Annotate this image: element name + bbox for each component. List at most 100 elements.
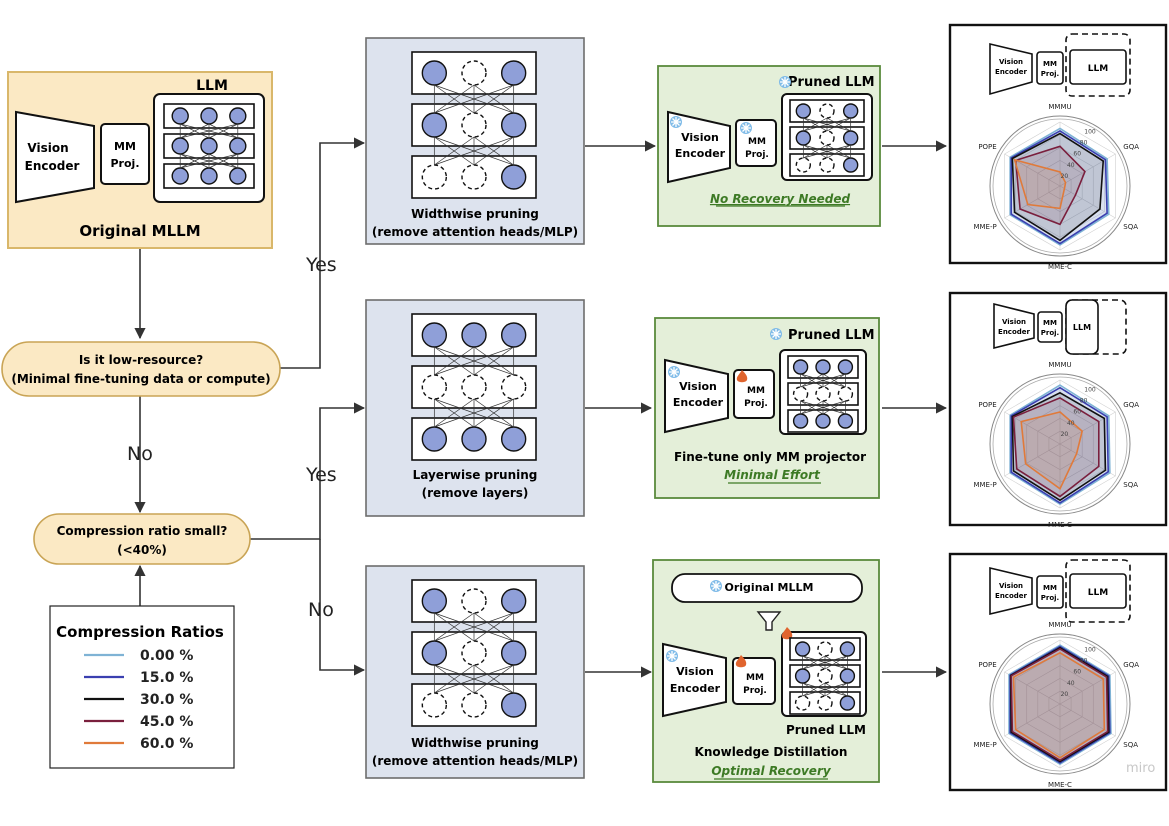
connection-line — [802, 682, 848, 697]
recovery3-vision-label-1: Vision — [676, 665, 714, 678]
radar-axis-label: MME-P — [973, 481, 996, 489]
neuron-node — [229, 107, 247, 125]
connection-line — [434, 664, 514, 694]
legend-label: 45.0 % — [140, 714, 193, 730]
neuron-node — [421, 60, 448, 86]
recovery1-vision-label-1: Vision — [681, 131, 719, 144]
result3-llm-pruned — [1069, 573, 1127, 609]
recovery2-mm-label-2: Proj. — [744, 399, 768, 409]
neuron-node — [421, 112, 448, 138]
connection-line — [800, 373, 846, 388]
result2-mm-label-2: Proj. — [1041, 329, 1059, 337]
neuron-node — [461, 322, 487, 348]
recovery2-vision-label-2: Encoder — [673, 396, 724, 409]
radar-axis-label: POPE — [978, 401, 996, 409]
radar-series-3 — [1010, 648, 1109, 762]
connection-line — [434, 612, 514, 642]
result3-vision-label-2: Encoder — [995, 592, 1027, 600]
neuron-node — [500, 426, 527, 452]
prune3-line1: Widthwise pruning — [411, 736, 539, 750]
radar-outer-ring — [992, 118, 1128, 254]
result2-llm-pruned — [1065, 299, 1099, 355]
result-panel-1: Vision Encoder MM Proj. LLM 20406080100M… — [948, 23, 1168, 271]
recovery3-network — [789, 637, 861, 715]
pruned-neuron-node — [794, 695, 811, 711]
connection-line — [473, 664, 514, 694]
pruned-neuron-node — [461, 588, 487, 614]
original-mm-label-1: MM — [114, 140, 136, 153]
pruned-neuron-node — [815, 386, 831, 402]
connection-line — [434, 398, 514, 428]
recovery2-pruned-llm-label: Pruned LLM — [788, 328, 875, 343]
connection-line — [180, 153, 238, 169]
neuron-node — [200, 137, 218, 155]
pruned-neuron-node — [819, 130, 835, 146]
original-mllm-title: Original MLLM — [79, 222, 200, 240]
layerwise-network — [411, 313, 537, 461]
connection-line — [434, 84, 475, 114]
prune2-line1: Layerwise pruning — [413, 468, 538, 482]
neuron-node — [839, 695, 856, 711]
result1-mm-label-2: Proj. — [1041, 70, 1059, 78]
radar-tick-label: 80 — [1080, 658, 1088, 665]
neuron-node — [229, 167, 247, 185]
radar-tick-label: 60 — [1073, 669, 1081, 676]
pruned-neuron-node — [421, 374, 448, 400]
radar-axis-label: MMMU — [1048, 103, 1071, 111]
edge-decision1-yes — [280, 137, 366, 369]
original-vision-label-1: Vision — [27, 141, 68, 155]
radar-tick-label: 40 — [1067, 162, 1075, 169]
original-mm-projector — [100, 123, 150, 185]
connection-line — [802, 655, 848, 670]
result1-llm-label: LLM — [1088, 64, 1108, 74]
recovery-box-no-recovery: Pruned LLM Vision Encoder MM Proj. No Re… — [657, 65, 881, 227]
neuron-node — [171, 107, 189, 125]
legend-label: 30.0 % — [140, 692, 193, 708]
decision1-line1: Is it low-resource? — [79, 353, 203, 367]
radar-tick-label: 100 — [1084, 387, 1096, 394]
snowflake-icon — [770, 328, 782, 340]
prune1-line1: Widthwise pruning — [411, 207, 539, 221]
connection-line — [473, 346, 514, 376]
recovery2-network — [787, 355, 859, 433]
result3-vision-encoder — [989, 566, 1033, 616]
recovery3-mm-projector — [732, 657, 776, 705]
result2-llm-label: LLM — [1073, 323, 1091, 332]
neuron-node — [815, 359, 831, 375]
result-panel-2: Vision Encoder MM Proj. LLM 20406080100M… — [948, 291, 1168, 529]
result2-vision-label-1: Vision — [1002, 318, 1026, 326]
snowflake-icon — [668, 366, 680, 378]
connection-line — [434, 136, 475, 166]
neuron-node — [421, 322, 448, 348]
neuron-node — [792, 413, 809, 429]
radar-tick-label: 40 — [1067, 680, 1075, 687]
neuron-node — [795, 130, 812, 146]
connection-line — [802, 655, 826, 670]
legend-title: Compression Ratios — [56, 623, 224, 641]
edge-label-yes-2: Yes — [305, 464, 337, 486]
radar-series-2 — [1011, 391, 1107, 502]
pruned-neuron-node — [500, 374, 527, 400]
pruned-neuron-node — [461, 692, 487, 718]
legend-label: 60.0 % — [140, 736, 193, 752]
neuron-node — [839, 641, 856, 657]
radar-tick-label: 80 — [1080, 140, 1088, 147]
pruned-neuron-node — [817, 641, 833, 657]
radar-tick-label: 20 — [1061, 691, 1069, 698]
neuron-node — [842, 157, 859, 173]
edge-decision2-yes — [250, 402, 366, 540]
original-vision-encoder — [15, 110, 95, 204]
radar-outer-ring — [989, 373, 1131, 515]
connection-line — [434, 612, 475, 642]
edge-label-no-2: No — [308, 599, 334, 621]
decision1-line2: (Minimal fine-tuning data or compute) — [11, 372, 270, 386]
widthwise-network-bottom — [411, 579, 537, 727]
connection-line — [208, 153, 238, 169]
radar-series-4 — [1020, 411, 1084, 491]
radar-tick-label: 40 — [1067, 420, 1075, 427]
connection-line — [824, 682, 848, 697]
recovery2-vision-encoder — [664, 358, 729, 434]
recovery3-mm-label-2: Proj. — [743, 686, 767, 696]
radar-tick-label: 20 — [1061, 173, 1069, 180]
result2-llm-full-outline — [1065, 299, 1127, 355]
